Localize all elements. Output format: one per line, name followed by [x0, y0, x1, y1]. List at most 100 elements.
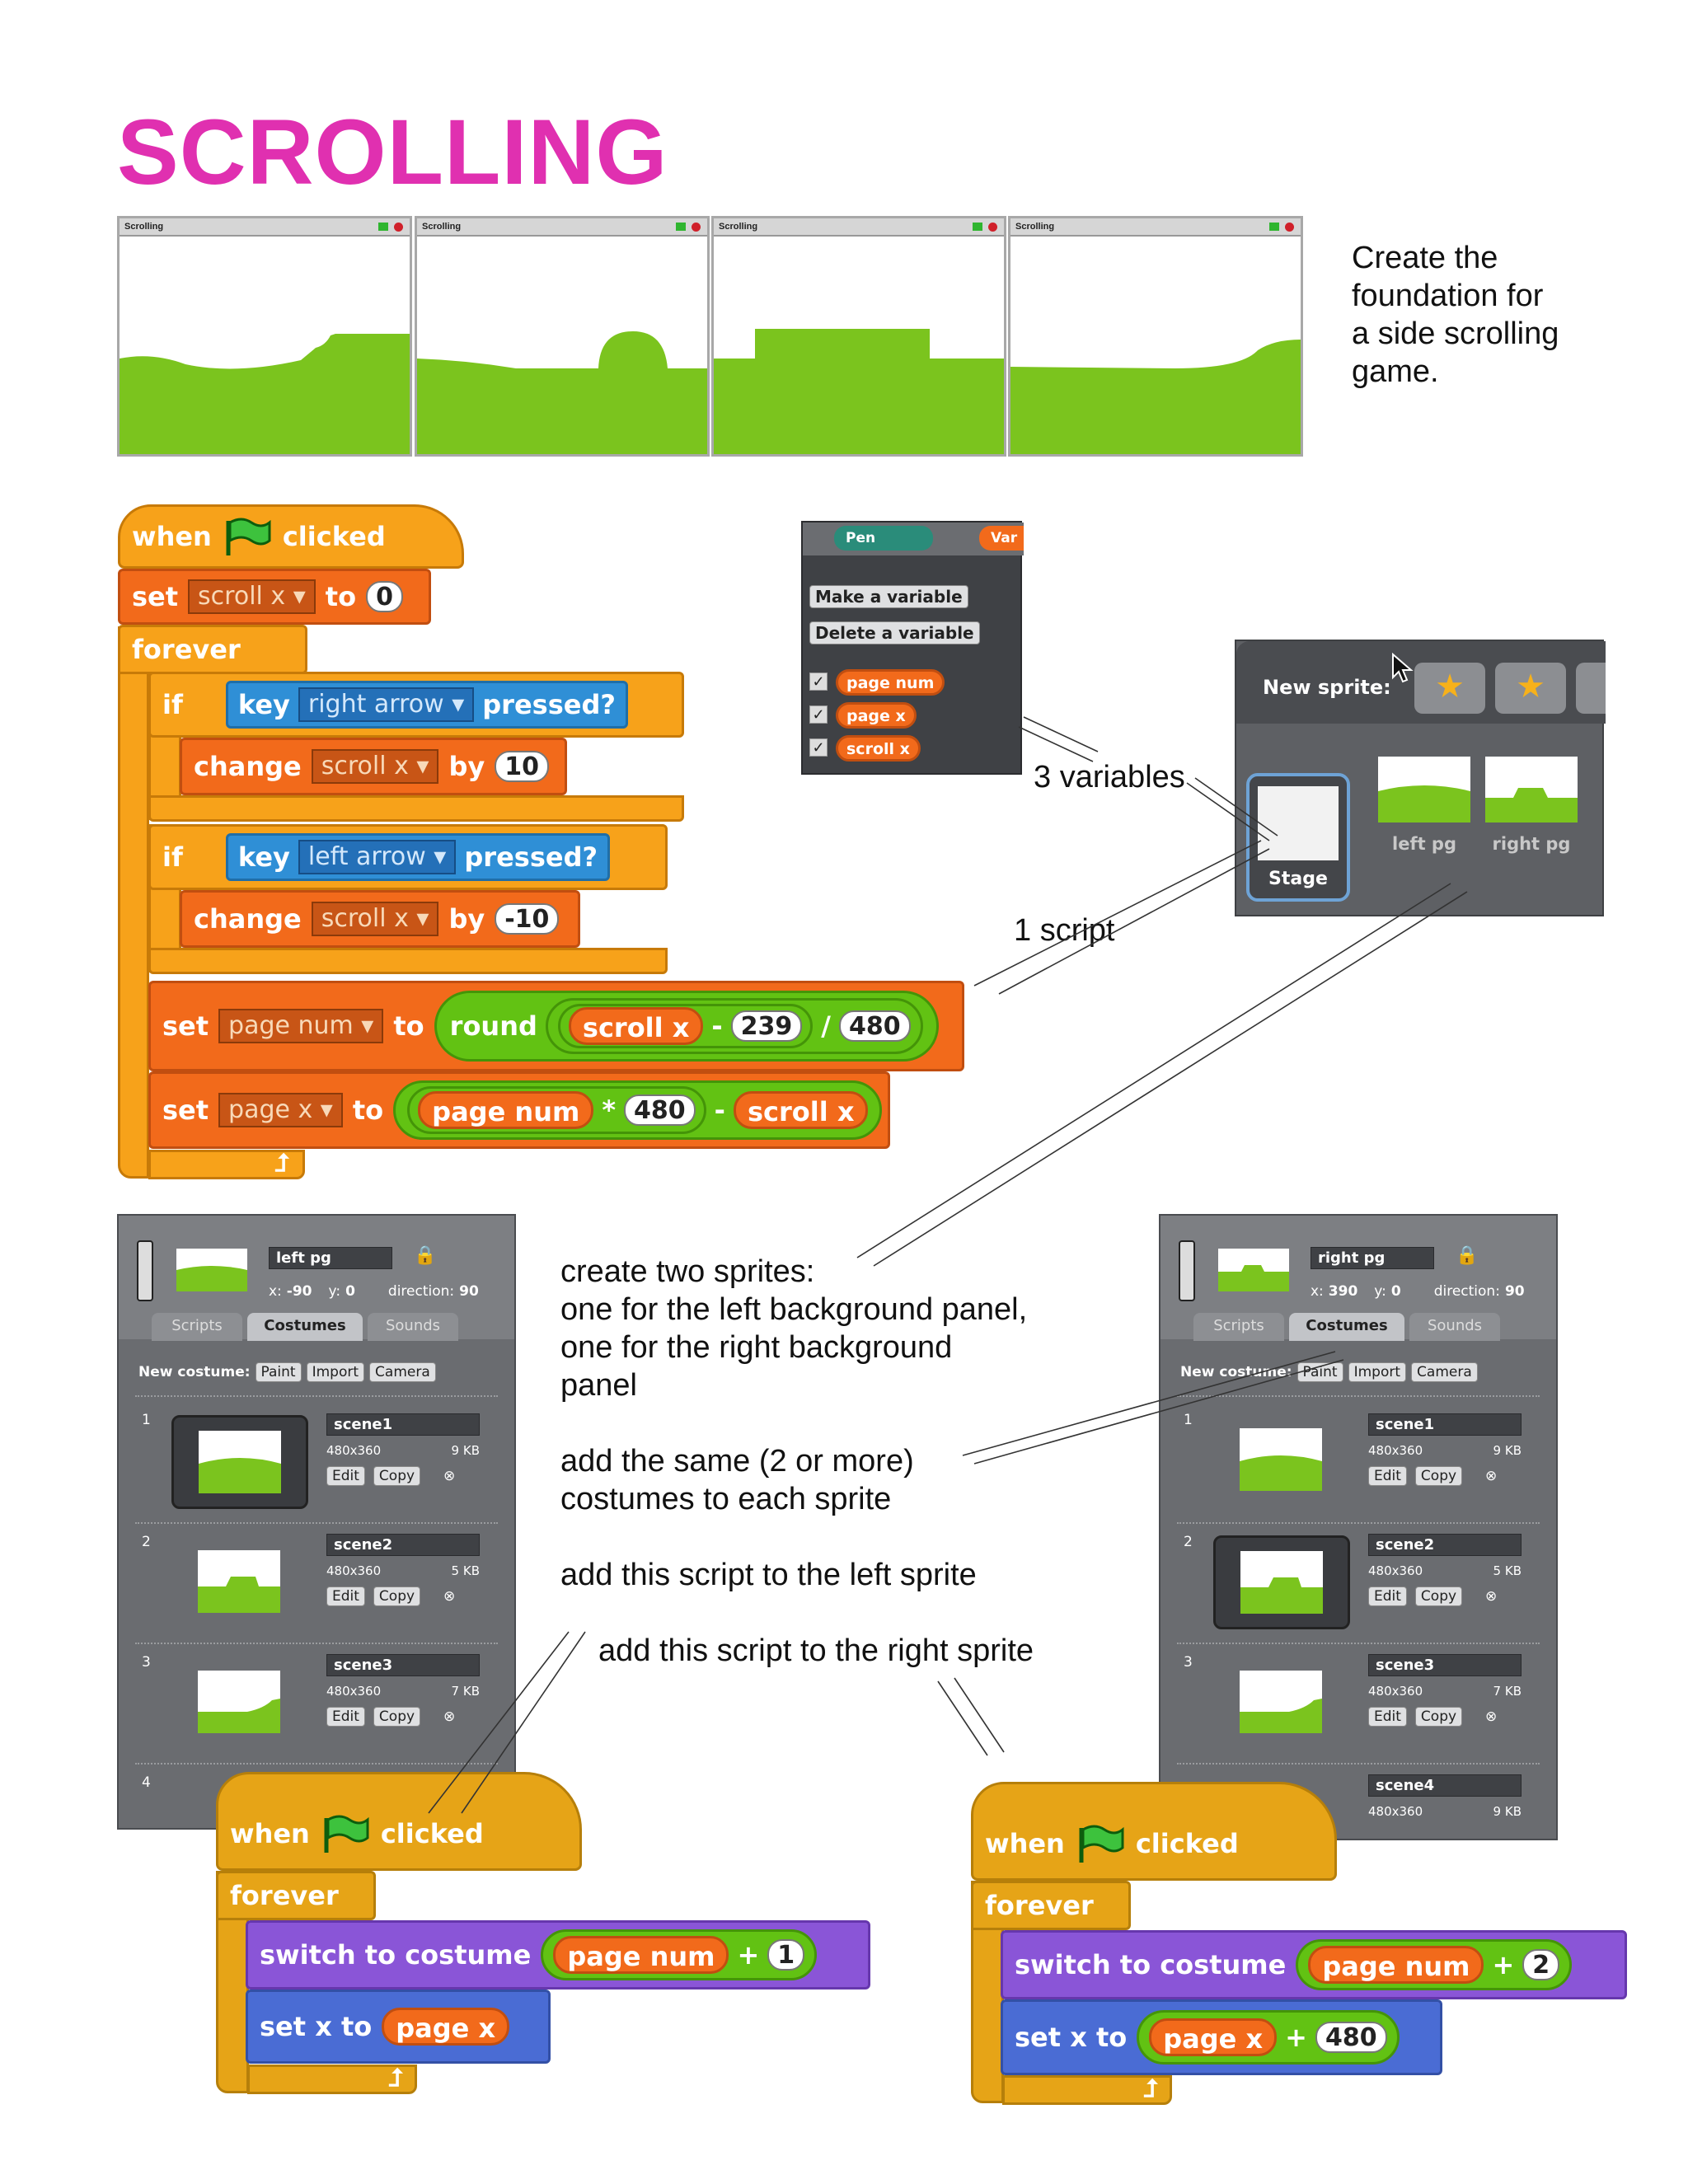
page-x-reporter[interactable]: page x [1149, 2018, 1278, 2056]
delete-icon[interactable]: ⊗ [1485, 1468, 1498, 1484]
edit-button[interactable]: Edit [1368, 1707, 1407, 1727]
set-scroll-x-block[interactable]: set scroll x ▾ to 0 [118, 569, 431, 625]
lock-icon[interactable]: 🔒 [1456, 1245, 1479, 1266]
costume-thumbnail[interactable] [1240, 1428, 1322, 1491]
tab-sounds[interactable]: Sounds [368, 1313, 458, 1341]
minus-operator[interactable]: page num * 480 - scroll x [393, 1080, 883, 1140]
key-pressed-sensor[interactable]: key left arrow ▾ pressed? [225, 833, 611, 881]
costume-name[interactable]: scene1 [326, 1413, 480, 1436]
set-page-num-block[interactable]: set page num ▾ to round scroll x - 239 /… [148, 981, 964, 1071]
palette-tab-pen[interactable]: Pen [834, 526, 933, 551]
copy-button[interactable]: Copy [373, 1707, 421, 1727]
number-input[interactable]: 480 [624, 1094, 696, 1126]
checkbox-icon[interactable]: ✓ [809, 673, 828, 691]
variable-reporter-scroll-x[interactable]: scroll x [836, 735, 921, 762]
sprite-name-field[interactable]: right pg [1311, 1247, 1434, 1269]
divide-operator[interactable]: scroll x - 239 / 480 [545, 998, 923, 1054]
when-flag-clicked-block[interactable]: when clicked [971, 1782, 1337, 1881]
camera-button[interactable]: Camera [369, 1362, 436, 1382]
sprite-thumbnail-left[interactable] [1378, 757, 1470, 823]
rotation-style-icon[interactable] [1179, 1240, 1195, 1301]
multiply-operator[interactable]: page num * 480 [407, 1086, 706, 1134]
set-page-x-block[interactable]: set page x ▾ to page num * 480 - scroll … [148, 1071, 890, 1149]
edit-button[interactable]: Edit [1368, 1466, 1407, 1486]
set-x-block[interactable]: set x to page x [246, 1990, 551, 2064]
costume-thumbnail[interactable] [198, 1671, 280, 1733]
number-input[interactable]: -10 [495, 903, 560, 935]
number-input[interactable]: 2 [1522, 1949, 1560, 1980]
plus-operator[interactable]: page x + 480 [1137, 2010, 1400, 2064]
choose-sprite-icon[interactable]: ★ [1495, 663, 1566, 714]
scroll-x-reporter[interactable]: scroll x [568, 1007, 704, 1045]
variable-reporter-page-num[interactable]: page num [836, 669, 945, 696]
tab-costumes[interactable]: Costumes [247, 1313, 363, 1341]
variable-reporter-page-x[interactable]: page x [836, 702, 917, 729]
if-left-arrow-block[interactable]: if key left arrow ▾ pressed? [148, 824, 668, 890]
delete-variable-button[interactable]: Delete a variable [809, 621, 980, 644]
costume-name[interactable]: scene4 [1368, 1774, 1522, 1797]
costume-selected-frame[interactable] [171, 1415, 308, 1509]
stage-thumbnail[interactable]: Stage [1246, 773, 1350, 902]
key-dropdown[interactable]: right arrow ▾ [298, 687, 475, 722]
paint-button[interactable]: Paint [255, 1362, 302, 1382]
costume-name[interactable]: scene1 [1368, 1413, 1522, 1436]
when-flag-clicked-block[interactable]: when clicked [216, 1772, 582, 1871]
key-dropdown[interactable]: left arrow ▾ [298, 840, 457, 874]
costume-name[interactable]: scene2 [326, 1534, 480, 1556]
scroll-x-reporter[interactable]: scroll x [733, 1091, 869, 1129]
paint-sprite-icon[interactable]: ★ [1414, 663, 1485, 714]
number-input[interactable]: 0 [366, 581, 403, 612]
costume-name[interactable]: scene3 [326, 1654, 480, 1676]
copy-button[interactable]: Copy [373, 1466, 421, 1486]
edit-button[interactable]: Edit [326, 1466, 365, 1486]
copy-button[interactable]: Copy [373, 1586, 421, 1606]
page-num-reporter[interactable]: page num [1308, 1946, 1484, 1984]
sprite-name-field[interactable]: left pg [269, 1247, 392, 1269]
import-button[interactable]: Import [306, 1362, 365, 1382]
palette-tab-variables[interactable]: Var [979, 526, 1024, 551]
camera-button[interactable]: Camera [1411, 1362, 1478, 1382]
costume-selected-frame[interactable] [1213, 1535, 1350, 1629]
variable-dropdown[interactable]: page num ▾ [218, 1009, 384, 1043]
edit-button[interactable]: Edit [326, 1707, 365, 1727]
delete-icon[interactable]: ⊗ [1485, 1588, 1498, 1605]
number-input[interactable]: 1 [767, 1939, 805, 1971]
page-num-reporter[interactable]: page num [418, 1091, 594, 1129]
switch-costume-block[interactable]: switch to costume page num + 1 [246, 1920, 870, 1990]
variable-dropdown[interactable]: page x ▾ [218, 1093, 343, 1127]
if-right-arrow-block[interactable]: if key right arrow ▾ pressed? [148, 672, 684, 738]
change-scroll-x-block[interactable]: change scroll x ▾ by -10 [180, 890, 580, 948]
sprite-thumbnail-right[interactable] [1485, 757, 1578, 823]
round-operator[interactable]: round scroll x - 239 / 480 [434, 991, 939, 1062]
edit-button[interactable]: Edit [1368, 1586, 1407, 1606]
plus-operator[interactable]: page num + 1 [541, 1929, 818, 1980]
forever-block[interactable]: forever [216, 1871, 376, 1920]
delete-icon[interactable]: ⊗ [1485, 1708, 1498, 1725]
tab-scripts[interactable]: Scripts [1193, 1313, 1284, 1341]
import-button[interactable]: Import [1348, 1362, 1407, 1382]
tab-costumes[interactable]: Costumes [1289, 1313, 1404, 1341]
edit-button[interactable]: Edit [326, 1586, 365, 1606]
costume-name[interactable]: scene3 [1368, 1654, 1522, 1676]
page-x-reporter[interactable]: page x [382, 2008, 510, 2046]
when-flag-clicked-block[interactable]: when clicked [118, 504, 464, 569]
delete-icon[interactable]: ⊗ [443, 1588, 456, 1605]
variable-dropdown[interactable]: scroll x ▾ [311, 902, 439, 936]
lock-icon[interactable]: 🔒 [414, 1245, 437, 1266]
paint-button[interactable]: Paint [1296, 1362, 1343, 1382]
tab-scripts[interactable]: Scripts [152, 1313, 242, 1341]
variable-dropdown[interactable]: scroll x ▾ [188, 579, 316, 614]
minus-operator[interactable]: scroll x - 239 [557, 1004, 814, 1048]
make-variable-button[interactable]: Make a variable [809, 585, 968, 608]
page-num-reporter[interactable]: page num [553, 1936, 729, 1974]
costume-thumbnail[interactable] [198, 1550, 280, 1613]
number-input[interactable]: 239 [730, 1010, 803, 1042]
copy-button[interactable]: Copy [1414, 1586, 1463, 1606]
number-input[interactable]: 10 [495, 751, 549, 782]
random-sprite-icon[interactable] [1576, 663, 1606, 714]
tab-sounds[interactable]: Sounds [1409, 1313, 1500, 1341]
key-pressed-sensor[interactable]: key right arrow ▾ pressed? [225, 681, 628, 729]
switch-costume-block[interactable]: switch to costume page num + 2 [1001, 1930, 1627, 1999]
number-input[interactable]: 480 [1315, 2022, 1387, 2053]
number-input[interactable]: 480 [838, 1010, 911, 1042]
